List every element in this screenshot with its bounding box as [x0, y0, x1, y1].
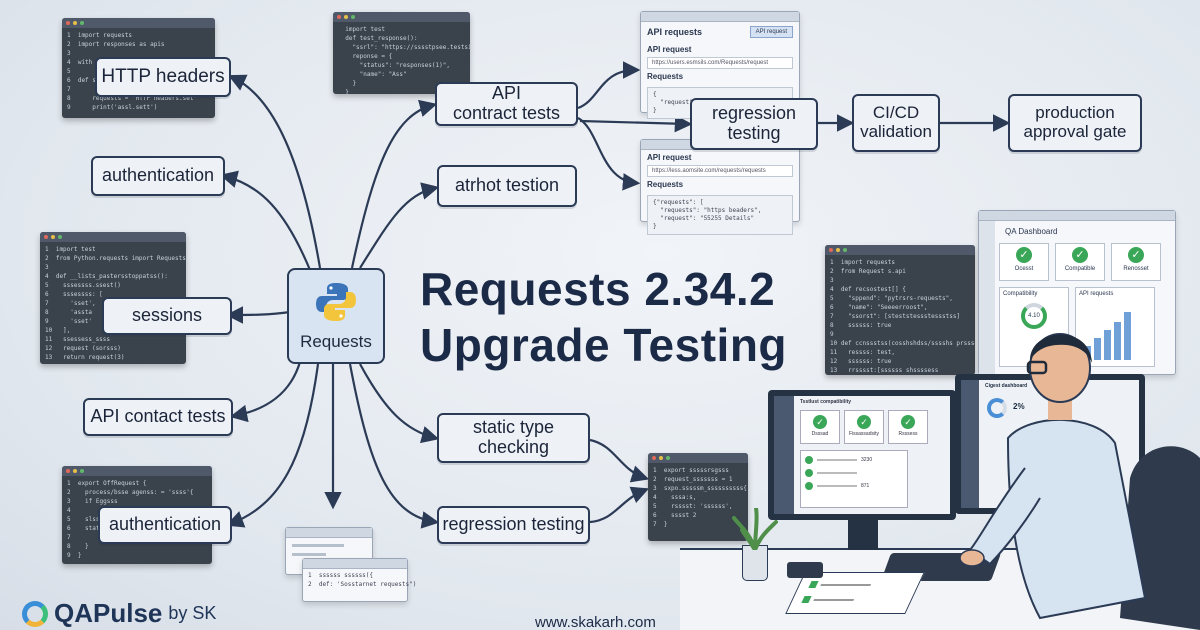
node-authentication-bottom[interactable]: authentication	[98, 506, 232, 544]
node-label: sessions	[131, 305, 203, 326]
gauge: 4.10	[1021, 303, 1047, 329]
code-snippet-static: 1 export sssssrsgsss 2 request_sssssss =…	[648, 453, 748, 541]
check-icon: ✓	[1128, 247, 1144, 263]
check-icon: ✓	[857, 415, 871, 429]
node-regression-testing[interactable]: regression testing	[690, 98, 818, 150]
qa-dashboard-window: QA Dashboard ✓ Ocesst ✓ Compatible ✓ Ren…	[978, 210, 1176, 375]
api-request-label: API request	[647, 45, 692, 54]
api-window-title: API requests	[647, 27, 703, 37]
card-label: Dsssad	[811, 431, 829, 437]
node-http-headers[interactable]: HTTP headers	[95, 57, 231, 97]
status-card: ✓ Rsssess	[888, 410, 928, 444]
node-static-type-checking[interactable]: static type checking	[437, 413, 590, 463]
brand-by: by SK	[168, 603, 217, 623]
panel-title: Compatibility	[1003, 291, 1038, 297]
monitor-title: Tsstlust compatibility	[800, 399, 852, 405]
node-label: authentication	[108, 514, 222, 535]
node-label: HTTP headers	[101, 65, 225, 87]
api-request-tag[interactable]: API request	[749, 26, 793, 38]
code-snippet-dashboard: 1 import requests 2 from Request s.api 3…	[825, 245, 975, 375]
dashboard-title: QA Dashboard	[1005, 227, 1058, 236]
check-icon: ✓	[813, 415, 827, 429]
node-label: API contract tests	[452, 83, 561, 123]
api-url-field[interactable]: https://less.aomsite.com/requests/reques…	[647, 165, 793, 177]
plant-pot	[742, 545, 768, 581]
node-production-approval-gate[interactable]: production approval gate	[1008, 94, 1142, 152]
node-label: regression testing	[711, 103, 797, 143]
check-icon: ✓	[1072, 247, 1088, 263]
node-api-contact-tests[interactable]: API contact tests	[83, 398, 233, 436]
node-ci-cd-validation[interactable]: CI/CD validation	[852, 94, 940, 152]
card-label: Rsssess	[898, 431, 918, 437]
main-title-line2: Upgrade Testing	[420, 319, 788, 371]
api-request-label: API request	[647, 153, 692, 162]
requests-hub[interactable]: Requests	[287, 268, 385, 364]
python-logo-icon	[316, 283, 356, 321]
status-card: ✓ Ocesst	[999, 243, 1049, 281]
brand: QAPulse by SK	[22, 598, 216, 629]
plant-icon	[732, 508, 778, 550]
check-icon: ✓	[901, 415, 915, 429]
api-request-window-top: API requests API request API request htt…	[640, 11, 800, 119]
monitor-value: 2%	[1013, 402, 1025, 411]
qapulse-logo-icon	[22, 600, 48, 627]
node-label: authentication	[101, 165, 215, 186]
node-label: regression testing	[442, 514, 585, 535]
website-url[interactable]: www.skakarh.com	[535, 614, 656, 630]
node-label: API contact tests	[90, 406, 226, 427]
card-label: Compatible	[1064, 266, 1096, 272]
donut-chart	[987, 398, 1007, 418]
code-window-small-front: 1 ssssss ssssss({ 2 def: 'Sosstarnet req…	[302, 558, 416, 602]
monitor-stand	[848, 520, 878, 550]
status-card: ✓ Dsssad	[800, 410, 840, 444]
card-label: Ocesst	[1014, 266, 1034, 272]
node-sessions[interactable]: sessions	[102, 297, 232, 335]
requests-label: Requests	[647, 72, 684, 81]
request-body: {"requests": [ "requests": "https beader…	[647, 195, 793, 235]
panel-title: API requests	[1079, 291, 1114, 297]
hub-label: Requests	[300, 332, 372, 351]
node-authentication-top[interactable]: authentication	[91, 156, 225, 196]
card-label: Renosset	[1123, 266, 1149, 272]
status-card: ✓ Renosset	[1111, 243, 1161, 281]
node-label: static type checking	[472, 417, 555, 457]
status-card: ✓ Fissassadsity	[844, 410, 884, 444]
result-value: 871	[861, 483, 870, 489]
node-author-testion[interactable]: atrhot testion	[437, 165, 577, 207]
check-icon: ✓	[1016, 247, 1032, 263]
brand-name: QAPulse	[54, 598, 163, 628]
code-snippet-json: import test def test_response(): "ssrl":…	[333, 12, 470, 94]
node-label: production approval gate	[1023, 103, 1127, 141]
status-card: ✓ Compatible	[1055, 243, 1105, 281]
results-list: 3230 871	[800, 450, 908, 508]
result-value: 3230	[861, 457, 873, 463]
node-label: CI/CD validation	[860, 103, 932, 141]
node-api-contract-tests[interactable]: API contract tests	[435, 82, 578, 126]
card-label: Fissassadsity	[848, 431, 879, 437]
requests-label: Requests	[647, 180, 684, 189]
api-request-window-bottom: API request https://less.aomsite.com/req…	[640, 139, 800, 235]
monitor-left: Tsstlust compatibility ✓ Dsssad ✓ Fissassa…	[768, 390, 956, 520]
api-url-field[interactable]: https://users.esmsils.com/Requests/reque…	[647, 57, 793, 69]
main-title-line1: Requests 2.34.2	[420, 263, 776, 315]
tester-person-illustration	[959, 333, 1200, 630]
phone	[787, 562, 823, 578]
node-regression-testing-bottom[interactable]: regression testing	[437, 506, 590, 544]
node-label: atrhot testion	[454, 175, 560, 196]
monitor-title: Cigest dashboard	[985, 383, 1028, 389]
